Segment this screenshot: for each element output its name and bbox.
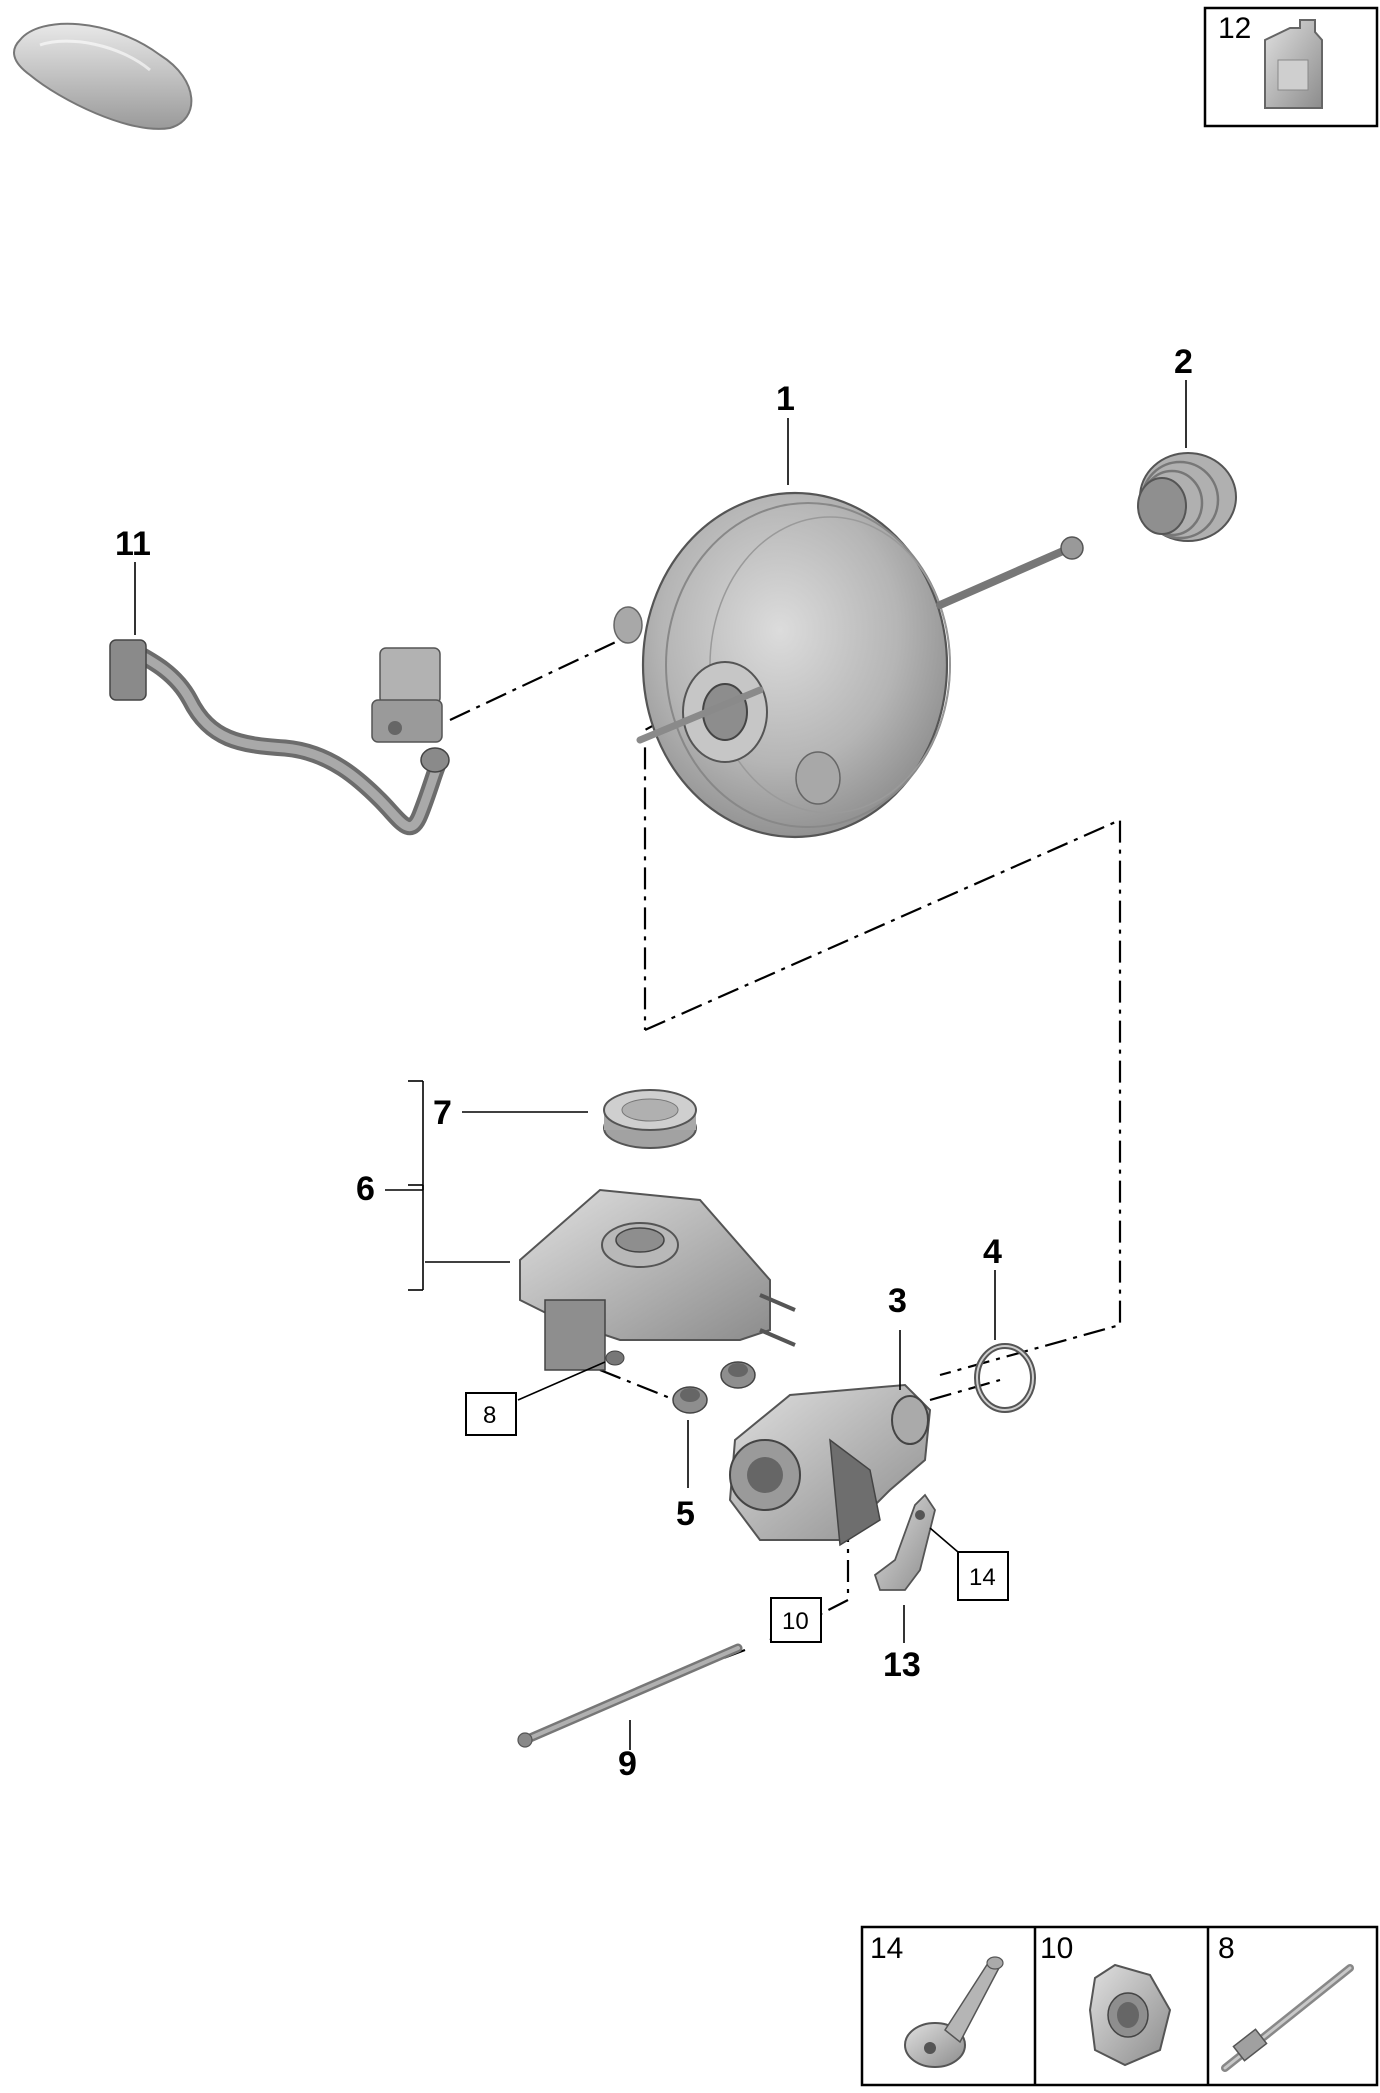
svg-text:10: 10 [782, 1608, 809, 1635]
item-12-box[interactable]: 12 [1203, 6, 1379, 128]
bellows-boot[interactable] [1137, 452, 1237, 542]
svg-text:8: 8 [1218, 1932, 1235, 1965]
callout-7: 7 [433, 1094, 452, 1132]
mounting-bracket[interactable] [873, 1493, 936, 1591]
callout-6: 6 [356, 1170, 375, 1208]
stud-bolt-icon [1221, 1964, 1354, 2072]
vacuum-hose[interactable] [109, 639, 450, 835]
master-cylinder[interactable] [728, 1383, 932, 1547]
callout-9: 9 [618, 1745, 637, 1783]
legend-item-10[interactable]: 10 [1040, 1932, 1172, 2067]
svg-text:8: 8 [483, 1402, 496, 1429]
screw-icon [904, 1956, 1004, 2068]
callout-2: 2 [1174, 343, 1193, 381]
brake-booster[interactable] [613, 491, 1084, 839]
car-silhouette-icon [13, 22, 193, 130]
push-rod[interactable] [517, 1643, 743, 1748]
callout-11: 11 [115, 525, 151, 563]
boxed-ref-8[interactable]: 8 [465, 1392, 517, 1436]
callout-13: 13 [883, 1646, 921, 1684]
reservoir-cap[interactable] [603, 1089, 697, 1149]
leader-lines [134, 380, 1187, 1750]
boxed-ref-10[interactable]: 10 [770, 1597, 822, 1643]
svg-text:14: 14 [969, 1564, 996, 1591]
item-12-number: 12 [1218, 12, 1251, 45]
seal-grommets[interactable] [605, 1350, 756, 1414]
callout-5: 5 [676, 1495, 695, 1533]
callout-labels: 1 2 3 4 5 6 7 9 11 13 [115, 343, 1193, 1783]
fluid-reservoir[interactable] [519, 1188, 796, 1371]
boxed-ref-14[interactable]: 14 [957, 1551, 1009, 1601]
oil-bottle-icon [1264, 19, 1323, 109]
legend-item-8[interactable]: 8 [1218, 1932, 1354, 2072]
callout-3: 3 [888, 1282, 907, 1320]
callout-4: 4 [983, 1233, 1002, 1271]
hex-nut-icon [1088, 1963, 1172, 2067]
o-ring[interactable] [974, 1343, 1036, 1413]
hardware-legend: 14 10 8 [860, 1925, 1379, 2087]
svg-text:14: 14 [870, 1932, 903, 1965]
callout-1: 1 [776, 380, 795, 418]
svg-text:10: 10 [1040, 1932, 1073, 1965]
legend-item-14[interactable]: 14 [870, 1932, 1004, 2068]
